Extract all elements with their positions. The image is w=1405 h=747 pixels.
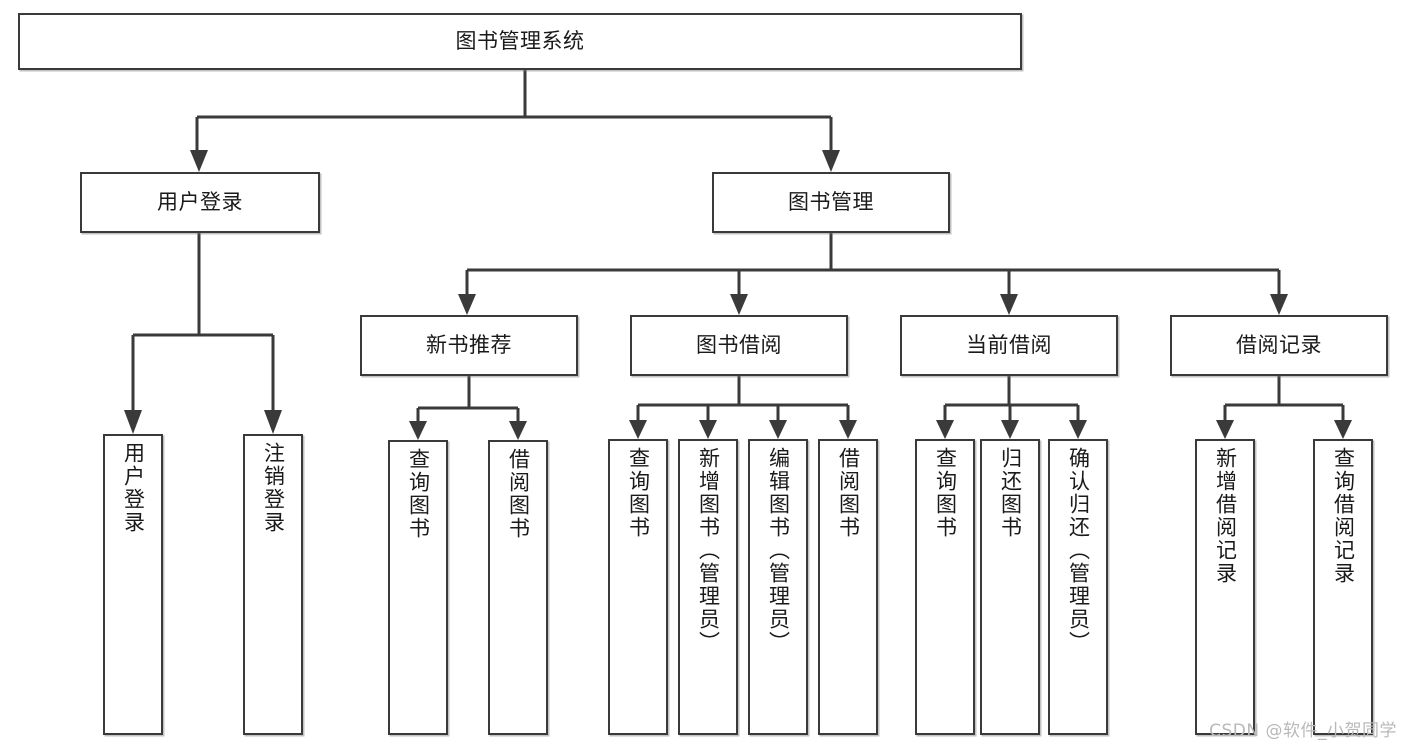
node-new-book-recommend[interactable]: 新书推荐 (360, 315, 578, 376)
node-borrow-record-label: 借阅记录 (1236, 332, 1322, 357)
node-current-borrow[interactable]: 当前借阅 (900, 315, 1118, 376)
leaf-book-borrow-lend-label: 借阅图书 (836, 447, 861, 539)
node-book-borrow[interactable]: 图书借阅 (630, 315, 848, 376)
leaf-current-borrow-return-label: 归还图书 (998, 447, 1023, 539)
leaf-book-borrow-lend[interactable]: 借阅图书 (818, 439, 878, 735)
leaf-book-borrow-edit[interactable]: 编辑图书（管理员） (748, 439, 808, 735)
leaf-current-borrow-confirm-label: 确认归还（管理员） (1066, 447, 1091, 654)
node-borrow-record[interactable]: 借阅记录 (1170, 315, 1388, 376)
node-user-login[interactable]: 用户登录 (80, 172, 320, 233)
watermark: CSDN @软件_小贺同学 (1209, 721, 1397, 741)
leaf-book-borrow-add-label: 新增图书（管理员） (696, 447, 721, 654)
leaf-borrow-record-add[interactable]: 新增借阅记录 (1195, 439, 1255, 735)
leaf-user-login-signout[interactable]: 注销登录 (243, 434, 303, 735)
arrowhead-br-leaf-2 (1334, 420, 1352, 439)
leaf-new-book-borrow[interactable]: 借阅图书 (488, 440, 548, 735)
arrowhead-book-manage (822, 150, 840, 172)
leaf-current-borrow-return[interactable]: 归还图书 (980, 439, 1040, 735)
arrowhead-user-login (190, 150, 208, 172)
leaf-borrow-record-add-label: 新增借阅记录 (1213, 447, 1238, 585)
leaf-new-book-borrow-label: 借阅图书 (506, 448, 531, 540)
arrowhead-new-book (458, 294, 476, 315)
leaf-user-login-signout-label: 注销登录 (261, 442, 286, 534)
arrowhead-bb-leaf-4 (839, 420, 857, 439)
arrowhead-book-borrow (730, 294, 748, 315)
leaf-user-login-signin[interactable]: 用户登录 (103, 434, 163, 735)
arrowhead-nb-leaf-2 (509, 421, 527, 440)
leaf-new-book-query-label: 查询图书 (406, 448, 431, 540)
arrowhead-bb-leaf-1 (629, 420, 647, 439)
arrowhead-leaf-user-login (124, 410, 142, 434)
leaf-book-borrow-add[interactable]: 新增图书（管理员） (678, 439, 738, 735)
leaf-new-book-query[interactable]: 查询图书 (388, 440, 448, 735)
leaf-current-borrow-confirm[interactable]: 确认归还（管理员） (1048, 439, 1108, 735)
arrowhead-cb-leaf-2 (1001, 420, 1019, 439)
arrowhead-borrow-record (1270, 294, 1288, 315)
node-book-management[interactable]: 图书管理 (712, 172, 950, 233)
leaf-book-borrow-query[interactable]: 查询图书 (608, 439, 668, 735)
node-user-login-label: 用户登录 (157, 189, 243, 214)
leaf-current-borrow-query-label: 查询图书 (933, 447, 958, 539)
arrowhead-leaf-logout (264, 410, 282, 434)
node-book-management-label: 图书管理 (788, 189, 874, 214)
arrowhead-bb-leaf-3 (769, 420, 787, 439)
arrowhead-cb-leaf-1 (936, 420, 954, 439)
node-current-borrow-label: 当前借阅 (966, 332, 1052, 357)
leaf-borrow-record-query[interactable]: 查询借阅记录 (1313, 439, 1373, 735)
arrowhead-br-leaf-1 (1216, 420, 1234, 439)
leaf-current-borrow-query[interactable]: 查询图书 (915, 439, 975, 735)
node-book-borrow-label: 图书借阅 (696, 332, 782, 357)
arrowhead-nb-leaf-1 (409, 421, 427, 440)
leaf-book-borrow-edit-label: 编辑图书（管理员） (766, 447, 791, 654)
leaf-user-login-signin-label: 用户登录 (121, 442, 146, 534)
node-root-system-label: 图书管理系统 (455, 28, 585, 53)
node-new-book-recommend-label: 新书推荐 (426, 332, 512, 357)
leaf-borrow-record-query-label: 查询借阅记录 (1331, 447, 1356, 585)
arrowhead-bb-leaf-2 (699, 420, 717, 439)
arrowhead-current-borrow (1000, 294, 1018, 315)
leaf-book-borrow-query-label: 查询图书 (626, 447, 651, 539)
arrowhead-cb-leaf-3 (1069, 420, 1087, 439)
node-root-system[interactable]: 图书管理系统 (18, 13, 1022, 70)
